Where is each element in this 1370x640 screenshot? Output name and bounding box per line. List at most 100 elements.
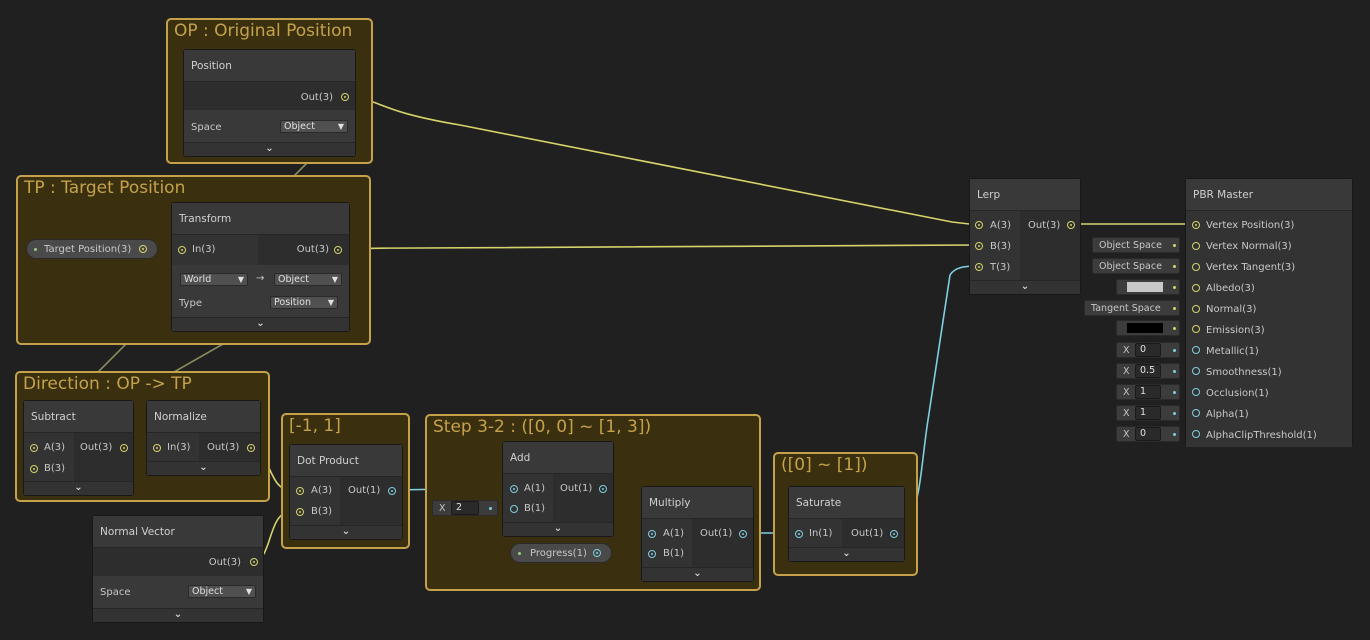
alpha-value-field[interactable]: 1 bbox=[1135, 406, 1161, 420]
input-port-b[interactable] bbox=[975, 242, 983, 250]
space-dropdown[interactable]: Object▼ bbox=[280, 120, 348, 133]
node-title-bar[interactable]: Subtract bbox=[24, 401, 133, 433]
input-port-b[interactable] bbox=[510, 505, 518, 513]
input-port-b[interactable] bbox=[648, 550, 656, 558]
progress-property[interactable]: Progress(1) bbox=[510, 543, 612, 563]
vertex-normal-port[interactable] bbox=[1192, 242, 1200, 250]
node-title-bar[interactable]: Normalize bbox=[147, 401, 260, 433]
normal-vector-node[interactable]: Normal Vector Out(3) Space Object▼ ⌄ bbox=[92, 515, 264, 623]
smoothness-value-field[interactable]: 0.5 bbox=[1135, 364, 1161, 378]
metallic-input[interactable]: X 0 bbox=[1116, 342, 1180, 358]
subtract-node[interactable]: Subtract A(3) B(3) Out(3) ⌄ bbox=[23, 400, 134, 496]
input-port-a[interactable] bbox=[510, 485, 518, 493]
input-port-b[interactable] bbox=[30, 465, 38, 473]
alpha-clip-value-field[interactable]: 0 bbox=[1135, 427, 1161, 441]
node-title: Normal Vector bbox=[100, 526, 175, 538]
smoothness-input[interactable]: X 0.5 bbox=[1116, 363, 1180, 379]
collapse-toggle[interactable]: ⌄ bbox=[970, 280, 1080, 294]
alpha-port[interactable] bbox=[1192, 409, 1200, 417]
output-port[interactable] bbox=[739, 530, 747, 538]
vertex-position-label: Vertex Position(3) bbox=[1206, 220, 1295, 231]
alpha-clip-port[interactable] bbox=[1192, 430, 1200, 438]
metallic-value-field[interactable]: 0 bbox=[1135, 343, 1161, 357]
saturate-node[interactable]: Saturate In(1) Out(1) ⌄ bbox=[788, 486, 905, 562]
vertex-tangent-space-input[interactable]: Object Space bbox=[1092, 258, 1180, 274]
output-port[interactable] bbox=[247, 444, 255, 452]
type-dropdown[interactable]: Position▼ bbox=[270, 296, 338, 309]
collapse-toggle[interactable]: ⌄ bbox=[24, 481, 133, 495]
collapse-toggle[interactable]: ⌄ bbox=[147, 461, 260, 475]
input-port-t[interactable] bbox=[975, 263, 983, 271]
caret-down-icon: ▼ bbox=[337, 122, 344, 131]
input-port[interactable] bbox=[153, 444, 161, 452]
collapse-toggle[interactable]: ⌄ bbox=[93, 608, 263, 622]
albedo-port[interactable] bbox=[1192, 284, 1200, 292]
transform-node[interactable]: Transform In(3) Out(3) World▼ → Object▼ … bbox=[171, 202, 350, 332]
node-title-bar[interactable]: Lerp bbox=[970, 179, 1080, 211]
group-title: OP : Original Position bbox=[174, 21, 353, 41]
node-title-bar[interactable]: Saturate bbox=[789, 487, 904, 519]
output-port[interactable] bbox=[388, 487, 396, 495]
occlusion-port[interactable] bbox=[1192, 388, 1200, 396]
position-node[interactable]: Position Out(3) Space Object▼ ⌄ bbox=[183, 49, 356, 157]
alpha-input[interactable]: X 1 bbox=[1116, 405, 1180, 421]
output-port[interactable] bbox=[250, 558, 258, 566]
albedo-color-input[interactable] bbox=[1116, 279, 1180, 295]
node-title-bar[interactable]: Normal Vector bbox=[93, 516, 263, 548]
dot-product-node[interactable]: Dot Product A(3) B(3) Out(1) ⌄ bbox=[289, 444, 403, 540]
smoothness-port[interactable] bbox=[1192, 367, 1200, 375]
collapse-toggle[interactable]: ⌄ bbox=[290, 525, 402, 539]
to-space-dropdown[interactable]: Object▼ bbox=[274, 273, 342, 286]
emission-port[interactable] bbox=[1192, 325, 1200, 333]
input-port[interactable] bbox=[178, 246, 186, 254]
collapse-toggle[interactable]: ⌄ bbox=[184, 142, 355, 156]
input-port-a[interactable] bbox=[296, 487, 304, 495]
output-port[interactable] bbox=[593, 549, 601, 557]
collapse-toggle[interactable]: ⌄ bbox=[789, 547, 904, 561]
normal-port[interactable] bbox=[1192, 305, 1200, 313]
collapse-toggle[interactable]: ⌄ bbox=[503, 522, 613, 536]
output-port[interactable] bbox=[120, 444, 128, 452]
input-port-a[interactable] bbox=[30, 444, 38, 452]
alpha-clip-input[interactable]: X 0 bbox=[1116, 426, 1180, 442]
lerp-node[interactable]: Lerp A(3) B(3) T(3) Out(3) ⌄ bbox=[969, 178, 1081, 295]
add-node[interactable]: Add A(1) B(1) Out(1) ⌄ bbox=[502, 441, 614, 537]
node-title-bar[interactable]: Multiply bbox=[642, 487, 753, 519]
node-title-bar[interactable]: PBR Master bbox=[1186, 179, 1352, 211]
output-port[interactable] bbox=[1067, 221, 1075, 229]
occlusion-value-field[interactable]: 1 bbox=[1135, 385, 1161, 399]
vertex-position-port[interactable] bbox=[1192, 221, 1200, 229]
emission-swatch[interactable] bbox=[1127, 323, 1163, 333]
vertex-normal-space-input[interactable]: Object Space bbox=[1092, 237, 1180, 253]
input-port-label: A(3) bbox=[990, 220, 1012, 231]
node-title-bar[interactable]: Position bbox=[184, 50, 355, 82]
albedo-swatch[interactable] bbox=[1127, 282, 1163, 292]
collapse-toggle[interactable]: ⌄ bbox=[642, 567, 753, 581]
normal-space-input[interactable]: Tangent Space bbox=[1084, 300, 1180, 316]
occlusion-input[interactable]: X 1 bbox=[1116, 384, 1180, 400]
collapse-toggle[interactable]: ⌄ bbox=[172, 317, 349, 331]
pbr-master-node[interactable]: PBR Master Vertex Position(3) Vertex Nor… bbox=[1185, 178, 1353, 447]
add-b-value-field[interactable]: 2 bbox=[451, 501, 479, 515]
output-port[interactable] bbox=[341, 93, 349, 101]
output-port[interactable] bbox=[139, 245, 147, 253]
vertex-tangent-port[interactable] bbox=[1192, 263, 1200, 271]
node-title-bar[interactable]: Add bbox=[503, 442, 613, 474]
input-port-a[interactable] bbox=[648, 530, 656, 538]
multiply-node[interactable]: Multiply A(1) B(1) Out(1) ⌄ bbox=[641, 486, 754, 582]
output-port[interactable] bbox=[599, 485, 607, 493]
emission-color-input[interactable] bbox=[1116, 320, 1180, 336]
output-port[interactable] bbox=[334, 246, 342, 254]
output-port[interactable] bbox=[890, 530, 898, 538]
metallic-port[interactable] bbox=[1192, 346, 1200, 354]
target-position-property[interactable]: Target Position(3) bbox=[26, 239, 158, 259]
input-port-b[interactable] bbox=[296, 508, 304, 516]
node-title-bar[interactable]: Dot Product bbox=[290, 445, 402, 477]
node-title-bar[interactable]: Transform bbox=[172, 203, 349, 235]
space-dropdown[interactable]: Object▼ bbox=[188, 585, 256, 598]
normalize-node[interactable]: Normalize In(3) Out(3) ⌄ bbox=[146, 400, 261, 476]
input-port[interactable] bbox=[795, 530, 803, 538]
add-b-default-input[interactable]: X 2 bbox=[432, 500, 498, 516]
input-port-a[interactable] bbox=[975, 221, 983, 229]
from-space-dropdown[interactable]: World▼ bbox=[180, 273, 248, 286]
